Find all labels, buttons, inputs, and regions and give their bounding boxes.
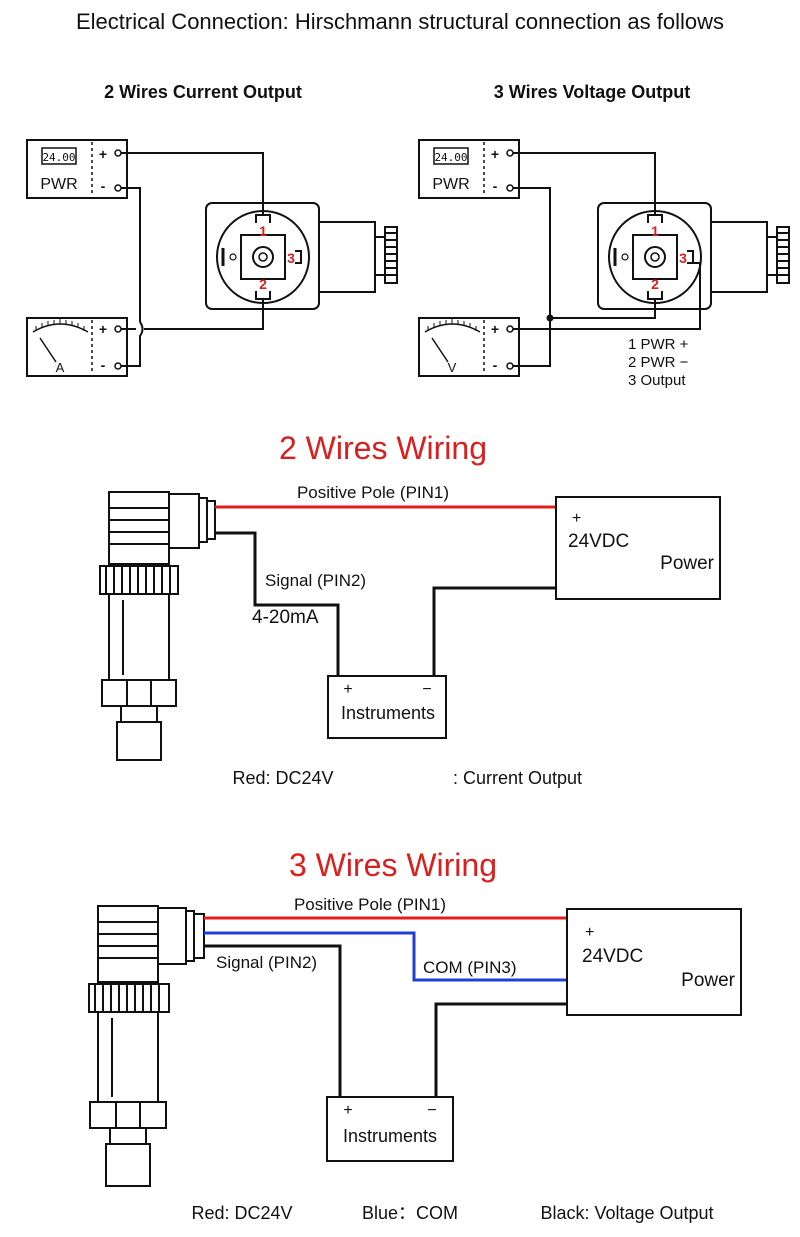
pin-1-label-right: 1 <box>651 223 659 239</box>
three-wire-voltage-title: 3 Wires Voltage Output <box>494 82 691 102</box>
two-wire-positive-pole-label: Positive Pole (PIN1) <box>297 483 449 502</box>
three-wire-return-wire <box>434 1002 567 1097</box>
pin-1-label: 1 <box>259 223 267 239</box>
voltmeter-box: V + - <box>418 317 520 377</box>
two-wire-wiring-diagram: 2 Wires Wiring Positive Pole (PIN1) <box>99 430 721 788</box>
power-supply-box-right: 24.00 PWR + - <box>418 139 520 199</box>
voltmeter-minus-sign: - <box>493 357 498 373</box>
pwr-plus-sign-right: + <box>491 146 499 162</box>
pwr-minus-sign-right: - <box>493 178 498 194</box>
voltmeter-plus-sign: + <box>491 321 499 337</box>
pin-2-label-right: 2 <box>651 276 659 292</box>
pin-3-label-right: 3 <box>679 250 687 266</box>
three-wire-instruments: + − Instruments <box>326 1096 454 1162</box>
three-wire-power-voltage: 24VDC <box>582 946 643 967</box>
power-display-value: 24.00 <box>42 151 75 164</box>
two-wire-return-wire <box>432 586 556 676</box>
voltmeter-label: V <box>448 360 457 375</box>
legend-pin-1: 1 PWR + <box>628 336 689 353</box>
two-wire-power-supply: + 24VDC Power <box>555 496 721 600</box>
two-wire-power-voltage: 24VDC <box>568 531 629 552</box>
ammeter-label: A <box>56 360 65 375</box>
three-wire-inst-minus: − <box>427 1102 436 1119</box>
three-wire-signal-label: Signal (PIN2) <box>216 953 317 972</box>
hirschmann-connector: 1 2 3 <box>205 202 398 310</box>
two-wire-instruments: + − Instruments <box>327 675 447 739</box>
three-wire-signal-wire <box>204 944 342 1097</box>
three-wire-instruments-label: Instruments <box>343 1126 437 1146</box>
pwr-minus-sign: - <box>101 178 106 194</box>
hirschmann-connector-right: 1 2 3 <box>597 202 790 310</box>
three-wire-wiring-diagram: 3 Wires Wiring Positive Pole (PIN1) Sign <box>88 847 742 1223</box>
two-wire-power-plus: + <box>572 510 581 527</box>
three-wire-footer-blue: Blue：COM <box>362 1203 458 1223</box>
pwr-plus-sign: + <box>99 146 107 162</box>
two-wire-current-title: 2 Wires Current Output <box>104 82 302 102</box>
three-wire-power-supply: + 24VDC Power <box>566 908 742 1016</box>
ammeter-box: A + - <box>26 317 128 377</box>
two-wire-inst-plus: + <box>343 681 352 698</box>
three-wire-power-plus: + <box>585 924 594 941</box>
ammeter-plus-sign: + <box>99 321 107 337</box>
two-wire-current-label: 4-20mA <box>252 607 319 628</box>
two-wire-footer-current: : Current Output <box>453 768 582 788</box>
two-wire-signal-label: Signal (PIN2) <box>265 571 366 590</box>
left-schematic-wires <box>121 152 264 367</box>
three-wire-positive-pole-label: Positive Pole (PIN1) <box>294 895 446 914</box>
legend-pin-2: 2 PWR − <box>628 354 689 371</box>
two-wire-footer-red: Red: DC24V <box>232 768 333 788</box>
pressure-transmitter-3wire <box>88 905 205 1187</box>
pin-3-label: 3 <box>287 250 295 266</box>
three-wire-wiring-title: 3 Wires Wiring <box>289 847 497 883</box>
two-wire-signal-wire <box>215 531 340 676</box>
power-supply-box: 24.00 PWR + - <box>26 139 128 199</box>
legend-pin-3: 3 Output <box>628 372 686 389</box>
two-wire-wiring-title: 2 Wires Wiring <box>279 430 487 466</box>
three-wire-com-wire <box>204 931 567 982</box>
pwr-label-right: PWR <box>432 176 469 193</box>
two-wire-current-output-schematic: 2 Wires Current Output 24.00 PWR + - A +… <box>26 82 398 377</box>
two-wire-inst-minus: − <box>422 681 431 698</box>
three-wire-footer-black: Black: Voltage Output <box>540 1203 713 1223</box>
power-display-value-right: 24.00 <box>434 151 467 164</box>
two-wire-instruments-label: Instruments <box>341 703 435 723</box>
three-wire-com-label: COM (PIN3) <box>423 958 517 977</box>
three-wire-footer-red: Red: DC24V <box>191 1203 292 1223</box>
right-schematic-wires <box>513 152 701 367</box>
pin-2-label: 2 <box>259 276 267 292</box>
pressure-transmitter <box>99 491 216 761</box>
three-wire-inst-plus: + <box>343 1102 352 1119</box>
ammeter-minus-sign: - <box>101 357 106 373</box>
two-wire-power-label: Power <box>660 553 715 574</box>
three-wire-voltage-output-schematic: 3 Wires Voltage Output 24.00 PWR + - V +… <box>418 82 790 389</box>
three-wire-power-label: Power <box>681 970 736 991</box>
pwr-label: PWR <box>40 176 77 193</box>
page-title: Electrical Connection: Hirschmann struct… <box>76 9 724 34</box>
